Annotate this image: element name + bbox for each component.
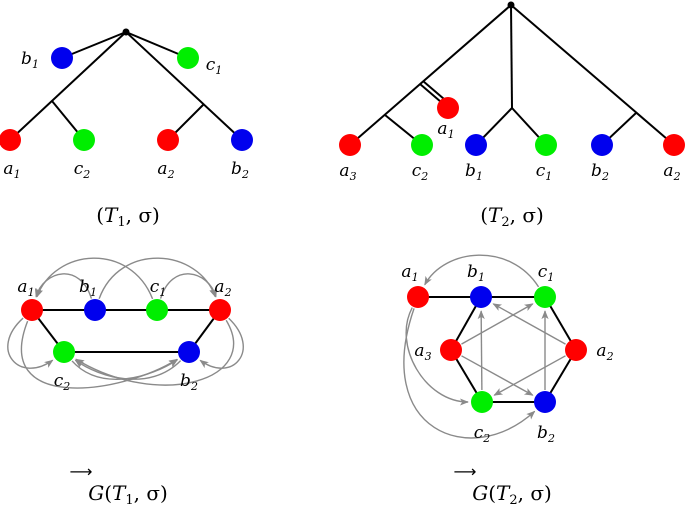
graph-2-node-c2: c2 (471, 391, 493, 445)
graph-2-node-a2: a2 (565, 339, 614, 363)
tree-2-node-a3: a3 (339, 134, 361, 183)
tree-2-edges (349, 4, 675, 146)
caption-graph-2: ⟶ G(T2, σ) (454, 462, 552, 508)
graph-1-node-c2: c2 (53, 341, 75, 393)
graph-1-node-a1: a1 (17, 277, 43, 321)
graph-2-arc-c1-a1 (424, 254, 540, 288)
graph-1-label-a1: a1 (17, 277, 34, 299)
graph-2-label-b2: b2 (537, 423, 555, 445)
tree-1-label-c2: c2 (74, 159, 91, 181)
tree-1-edges (9, 31, 243, 141)
svg-text:G(T2, σ): G(T2, σ) (472, 481, 552, 508)
tree-1: b1 c1 a1 c2 a2 b2 (0, 28, 253, 181)
tree-2-label-a1: a1 (437, 119, 454, 141)
graph-2-arc-a1-c2 (405, 307, 469, 406)
caption-graph-1: ⟶ G(T1, σ) (70, 462, 168, 508)
graph-2-label-c2: c2 (474, 423, 491, 445)
tree-2-node-c1: c1 (535, 134, 557, 183)
graph-1: a1 b1 c1 a2 c2 b2 (7, 257, 244, 393)
graph-1-arc-c1-a2 (159, 273, 218, 299)
tree-1-node-b2: b2 (231, 129, 253, 181)
graph-2-node-b1: b1 (467, 262, 492, 308)
graph-2-label-b1: b1 (467, 262, 485, 284)
graph-1-node-b1: b1 (79, 277, 106, 321)
tree-1-edge (125, 31, 189, 59)
tree-2-node-a1: a1 (437, 97, 459, 141)
graph-2-arcs (403, 254, 566, 439)
graph-2-nodes: a1 b1 c1 a3 a2 c2 b2 (401, 262, 613, 445)
graph-1-arc-a1-c2 (7, 317, 54, 369)
tree-2-label-b1: b1 (465, 161, 483, 183)
tree-1-edge (125, 31, 243, 141)
graph-2-label-a1: a1 (401, 262, 418, 284)
tree-2-label-a3: a3 (339, 161, 356, 183)
tree-2-label-a2: a2 (663, 161, 680, 183)
graph-2-node-a1: a1 (401, 262, 429, 308)
graph-1-nodes: a1 b1 c1 a2 c2 b2 (17, 277, 231, 393)
graph-2-arc-a1-b2 (403, 308, 536, 439)
tree-1-label-b1: b1 (21, 49, 39, 71)
graph-1-arc-c1-a1 (36, 257, 154, 300)
tree-1-leaves: b1 c1 a1 c2 a2 b2 (0, 47, 253, 181)
caption-tree-2: (T2, σ) (480, 203, 544, 230)
tree-2-node-b1: b1 (465, 134, 487, 183)
tree-1-edge (61, 31, 127, 59)
tree-2: a1 a3 c2 b1 c1 b2 a2 (339, 1, 685, 183)
tree-1-label-a1: a1 (3, 159, 20, 181)
tree-1-node-c1: c1 (177, 47, 222, 77)
graph-2-arc-a3-c1 (461, 303, 534, 345)
graph-1-node-c1: c1 (146, 277, 168, 321)
tree-1-node-b1: b1 (21, 47, 73, 71)
tree-1-edge (9, 31, 127, 141)
graph-1-label-b1: b1 (79, 277, 97, 299)
arrow-over-g-icon: ⟶ (454, 462, 477, 481)
tree-2-label-b2: b2 (591, 161, 609, 183)
tree-2-node-c2: c2 (411, 134, 433, 183)
graph-2-arc-a2-c2 (493, 355, 566, 396)
tree-1-node-a2: a2 (157, 129, 179, 181)
arrow-over-g-icon: ⟶ (70, 462, 93, 481)
graph-1-label-c2: c2 (54, 371, 71, 393)
graph-1-arc-a2-c2 (75, 319, 235, 386)
caption-tree-1: (T1, σ) (96, 203, 160, 230)
graph-2-label-c1: c1 (538, 262, 555, 284)
graph-1-label-b2: b2 (180, 371, 198, 393)
tree-1-label-b2: b2 (231, 159, 249, 181)
tree-2-leaves: a1 a3 c2 b1 c1 b2 a2 (339, 97, 685, 183)
graph-2-arc-c2-b1 (477, 310, 485, 391)
graph-1-arc-b2-c2 (74, 359, 182, 380)
tree-2-edge (349, 4, 512, 146)
graph-1-node-a2: a2 (209, 277, 232, 321)
graph-2-arc-a3-b2 (461, 355, 534, 396)
graph-1-label-c1: c1 (150, 277, 167, 299)
tree-1-root (122, 28, 130, 36)
tree-2-label-c2: c2 (412, 161, 429, 183)
tree-2-edge (510, 4, 513, 109)
graph-2-node-c1: c1 (534, 262, 556, 308)
graph-2-label-a3: a3 (414, 341, 431, 363)
tree-2-node-b2: b2 (591, 134, 613, 183)
graph-2: a1 b1 c1 a3 a2 c2 b2 (401, 254, 614, 445)
graph-2-label-a2: a2 (596, 341, 613, 363)
tree-2-label-c1: c1 (536, 161, 553, 183)
graph-1-arcs (7, 257, 244, 389)
tree-1-label-c1: c1 (206, 55, 223, 77)
tree-1-node-a1: a1 (0, 129, 21, 181)
svg-text:G(T1, σ): G(T1, σ) (88, 481, 168, 508)
tree-2-root (507, 1, 515, 9)
graph-1-arc-a2-b2 (199, 317, 244, 369)
graph-1-arc-c2-b2 (71, 359, 179, 380)
graph-2-node-b2: b2 (534, 391, 556, 445)
graph-2-node-a3: a3 (414, 339, 462, 363)
tree-2-edge (510, 4, 675, 146)
graph-2-arc-a2-b1 (492, 303, 566, 345)
tree-1-node-c2: c2 (73, 129, 95, 181)
graph-1-node-b2: b2 (178, 341, 200, 393)
tree-1-label-a2: a2 (157, 159, 174, 181)
graph-1-label-a2: a2 (214, 277, 231, 299)
tree-2-node-a2: a2 (663, 134, 685, 183)
